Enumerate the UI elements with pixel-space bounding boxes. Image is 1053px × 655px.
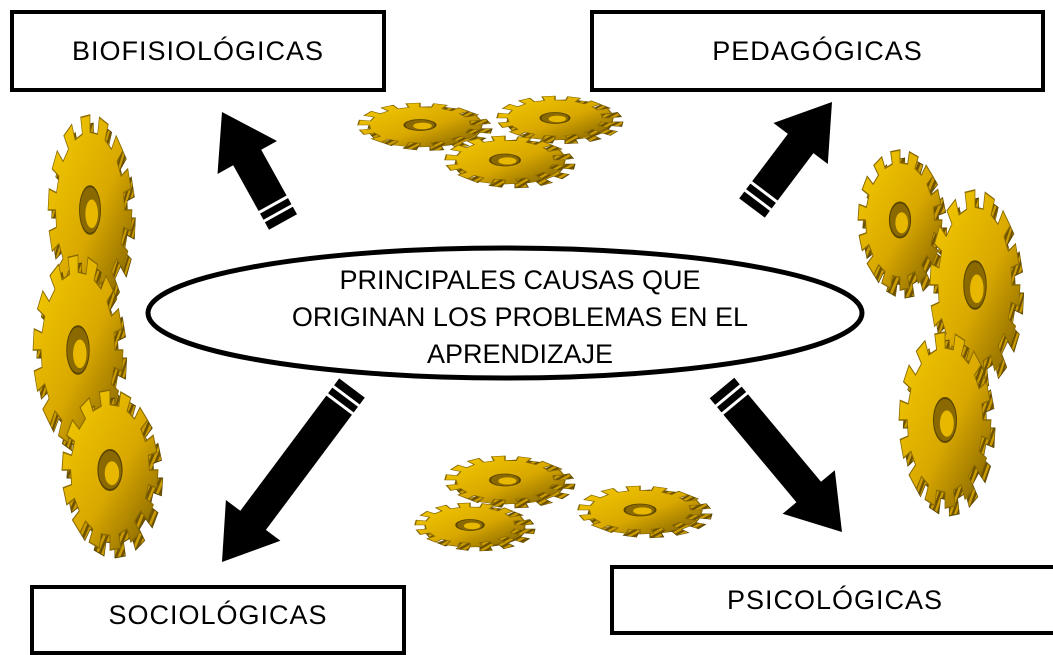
category-label-sociologicas: SOCIOLÓGICAS bbox=[108, 599, 328, 630]
central-ellipse bbox=[145, 245, 865, 381]
category-box-psicologicas: PSICOLÓGICAS bbox=[610, 565, 1053, 635]
gear-right-bottom-icon bbox=[898, 331, 996, 517]
arrow-to-psicologicas-icon bbox=[709, 377, 842, 532]
gear-top-cluster-3-icon bbox=[444, 135, 576, 189]
category-label-biofisiologicas: BIOFISIOLÓGICAS bbox=[71, 35, 325, 66]
arrow-to-pedagogicas-icon bbox=[739, 102, 832, 218]
gear-top-cluster-2-icon bbox=[496, 95, 624, 144]
gear-right-top-icon bbox=[857, 149, 948, 299]
gear-bottom-cluster-1-icon bbox=[444, 455, 576, 509]
arrows-group bbox=[217, 102, 842, 562]
gear-bottom-cluster-2-icon bbox=[577, 485, 713, 539]
category-label-psicologicas: PSICOLÓGICAS bbox=[726, 584, 944, 615]
central-concept-text: PRINCIPALES CAUSAS QUE ORIGINAN LOS PROB… bbox=[230, 262, 810, 372]
central-text-line-1: PRINCIPALES CAUSAS QUE bbox=[339, 265, 701, 295]
category-box-sociologicas: SOCIOLÓGICAS bbox=[30, 585, 406, 655]
gear-top-cluster-1-icon bbox=[357, 102, 493, 151]
gear-bottom-cluster-3-icon bbox=[414, 502, 536, 552]
gear-decorations bbox=[32, 95, 1025, 559]
category-label-pedagogicas: PEDAGÓGICAS bbox=[712, 35, 923, 66]
central-text-line-2: ORIGINAN LOS PROBLEMAS EN EL bbox=[291, 302, 749, 332]
arrow-to-biofisiologicas-icon bbox=[217, 112, 297, 230]
category-box-biofisiologicas: BIOFISIOLÓGICAS bbox=[10, 10, 386, 92]
arrow-to-sociologicas-icon bbox=[222, 378, 365, 562]
central-text-line-3: APRENDIZAJE bbox=[426, 339, 614, 369]
category-box-pedagogicas: PEDAGÓGICAS bbox=[590, 10, 1045, 92]
gear-left-bottom-icon bbox=[61, 389, 164, 559]
